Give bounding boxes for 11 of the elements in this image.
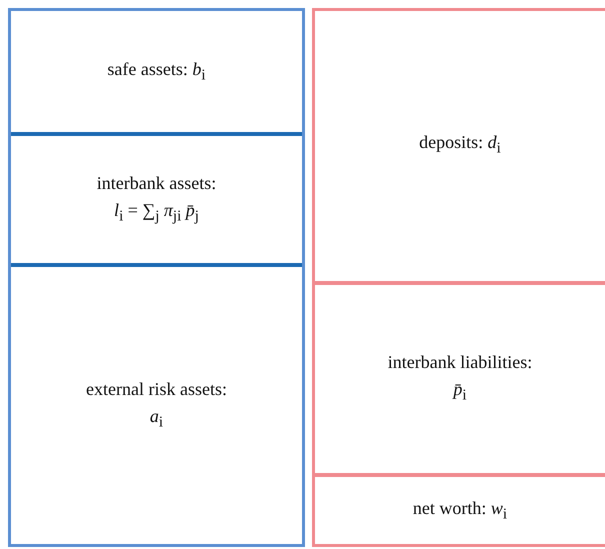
section-label: net worth: w$_{i}$ [412,496,508,525]
column-frame [312,8,605,547]
formula: l$_{i}$ = ∑$_{j}$ π$_{ji}$ p̄$_{j}$ [114,199,199,228]
section-label: external risk assets: [86,378,227,402]
section-label: interbank liabilities: [388,350,532,374]
column-frame [8,8,305,547]
section-label: safe assets: b$_{i}$ [107,58,206,86]
formula: p̄$_{i}$ [453,378,467,406]
formula: a$_{i}$ [150,405,164,434]
section-label: interbank assets: [96,172,216,196]
section-label: deposits: d$_{i}$ [419,131,501,160]
